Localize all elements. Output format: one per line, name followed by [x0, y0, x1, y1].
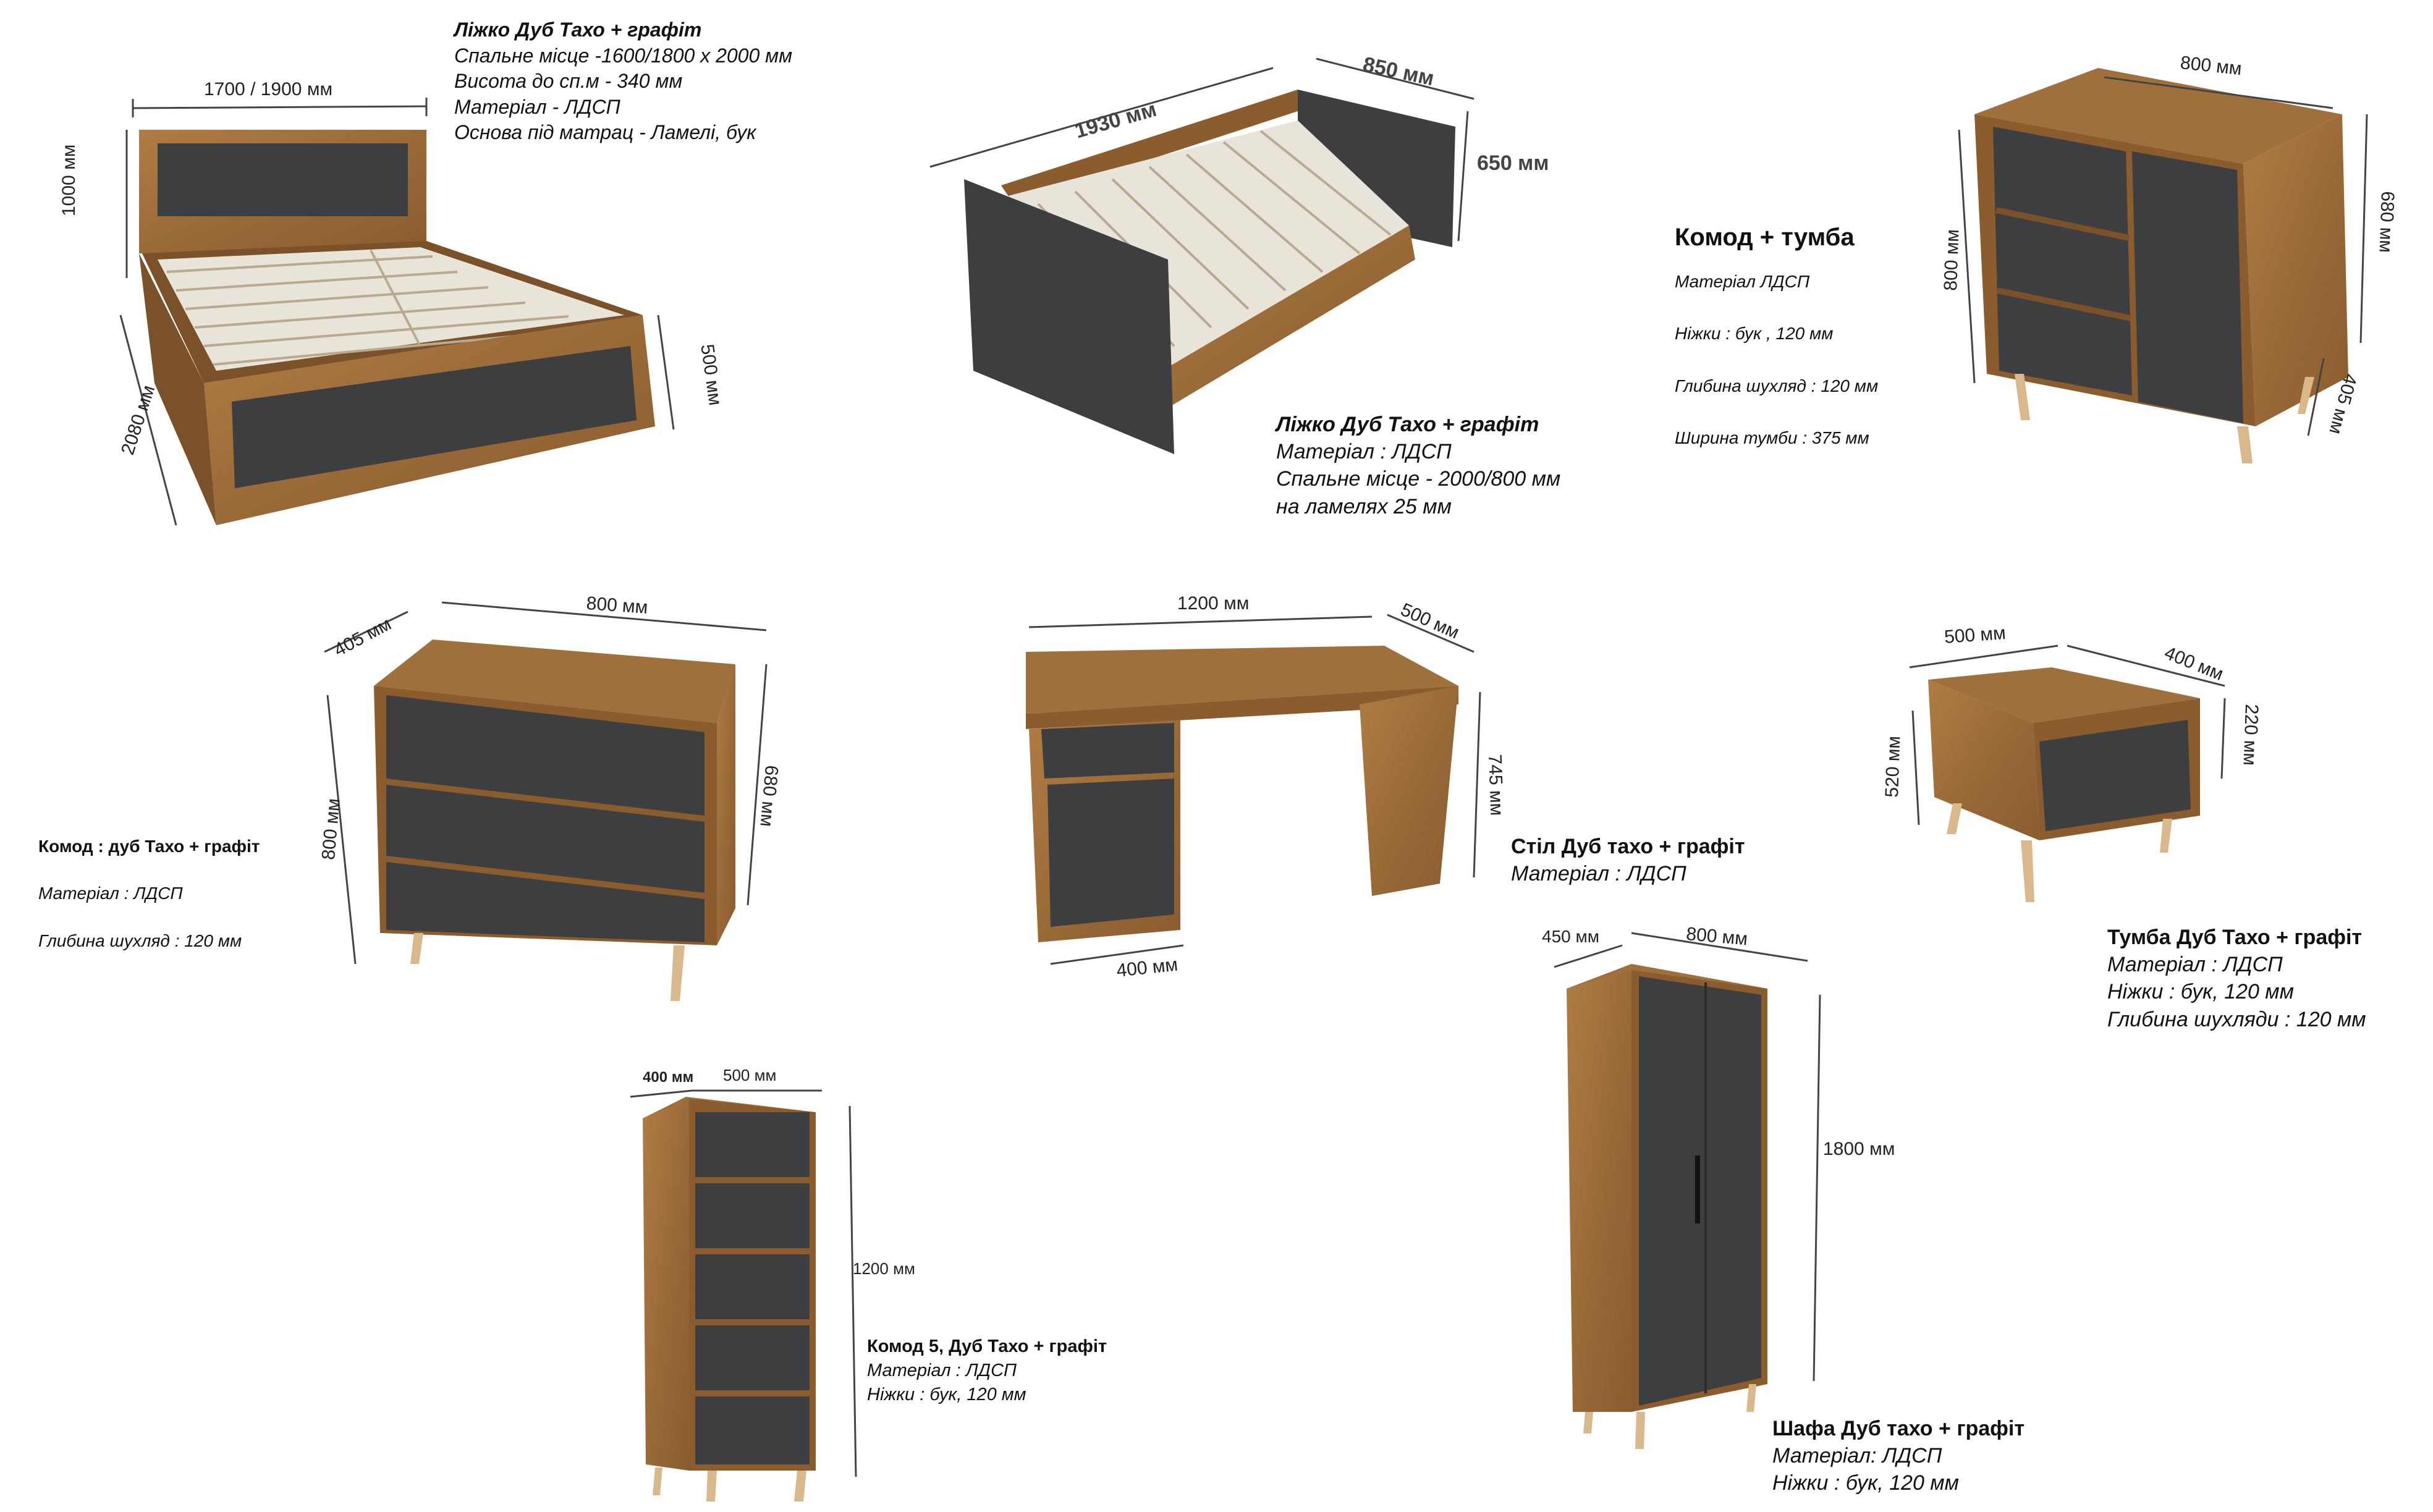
dim-label: 450 мм [1542, 927, 1599, 946]
dim-label: 400 мм [643, 1069, 694, 1086]
dim-label: 800 мм [585, 593, 649, 618]
dim-label: 1200 мм [853, 1259, 915, 1278]
bed-double-caption: Ліжко Дуб Тахо + графіт Спальне місце -1… [454, 17, 792, 146]
komod-line: Глибина шухляд : 120 мм [38, 931, 242, 950]
komod5-line: Ніжки : бук, 120 мм [867, 1385, 1026, 1405]
komod-tumba-line: Ніжки : бук , 120 мм [1675, 324, 1834, 344]
dim-label: 1200 мм [1177, 593, 1250, 614]
komod-title: Комод : дуб Тахо + графіт [38, 837, 260, 856]
bed-single-line: Спальне місце - 2000/800 мм [1276, 467, 1561, 491]
nightstand-title: Тумба Дуб Тахо + графіт [2107, 926, 2363, 949]
wardrobe-caption: Шафа Дуб тахо + графіт Матеріал: ЛДСП Ні… [1772, 1415, 2025, 1497]
nightstand-illustration [1928, 667, 2200, 902]
dim-label: 1000 мм [59, 144, 79, 216]
komod-tumba-title: Комод + тумба [1675, 224, 1855, 251]
komod-illustration [374, 640, 735, 1001]
dim-label: 650 мм [1477, 151, 1549, 175]
dim-label: 500 мм [723, 1066, 777, 1084]
bed-double-line: Спальне місце -1600/1800 х 2000 мм [454, 44, 793, 67]
dim-label: 800 мм [1940, 229, 1963, 292]
nightstand-line: Глибина шухляди : 120 мм [2107, 1007, 2366, 1031]
dim-label: 1800 мм [1823, 1139, 1895, 1159]
bed-single-line: на ламелях 25 мм [1276, 494, 1452, 518]
nightstand-line: Ніжки : бук, 120 мм [2107, 980, 2294, 1004]
bed-single-line: Матеріал : ЛДСП [1276, 440, 1452, 464]
bed-double-line: Матеріал - ЛДСП [454, 95, 620, 118]
dim-label: 745 мм [1484, 754, 1507, 816]
dim-label: 1700 / 1900 мм [204, 79, 333, 99]
wardrobe-line: Матеріал: ЛДСП [1772, 1444, 1942, 1468]
bed-single-title: Ліжко Дуб Тахо + графіт [1276, 413, 1539, 436]
desk-caption: Стіл Дуб тахо + графіт Матеріал : ЛДСП [1511, 833, 1745, 887]
dimension-lines [119, 57, 2368, 1477]
dim-label: 220 мм [2239, 703, 2262, 766]
nightstand-caption: Тумба Дуб Тахо + графіт Матеріал : ЛДСП … [2107, 924, 2366, 1033]
komod5-caption: Комод 5, Дуб Тахо + графіт Матеріал : ЛД… [867, 1335, 1107, 1407]
komod-tumba-line: Ширина тумби : 375 мм [1675, 428, 1869, 448]
komod5-line: Матеріал : ЛДСП [867, 1361, 1017, 1381]
desk-line: Матеріал : ЛДСП [1511, 862, 1686, 886]
desk-illustration [1026, 646, 1458, 942]
komod-tumba-line: Глибина шухляд : 120 мм [1675, 376, 1879, 395]
dim-label: 520 мм [1882, 735, 1905, 798]
bed-double-title: Ліжко Дуб Тахо + графіт [454, 19, 702, 41]
desk-title: Стіл Дуб тахо + графіт [1511, 835, 1745, 858]
komod-caption: Комод : дуб Тахо + графіт Матеріал : ЛДС… [38, 835, 260, 952]
wardrobe-illustration [1567, 964, 1767, 1449]
double-bed-illustration [139, 130, 655, 525]
bed-double-line: Основа під матрац - Ламелі, бук [454, 121, 756, 144]
komod5-illustration [643, 1097, 816, 1501]
wardrobe-line: Ніжки : бук, 120 мм [1772, 1471, 1959, 1495]
komod5-title: Комод 5, Дуб Тахо + графіт [867, 1337, 1107, 1356]
bed-single-caption: Ліжко Дуб Тахо + графіт Матеріал : ЛДСП … [1276, 411, 1560, 520]
komod-line: Матеріал : ЛДСП [38, 884, 183, 903]
komod-tumba-illustration [1974, 68, 2348, 463]
dim-label: 680 мм [2375, 190, 2398, 253]
komod-tumba-caption: Комод + тумба Матеріал ЛДСП Ніжки : бук … [1675, 221, 1878, 450]
komod-tumba-line: Матеріал ЛДСП [1675, 272, 1810, 291]
dim-label: 500 мм [1944, 623, 2007, 648]
wardrobe-title: Шафа Дуб тахо + графіт [1772, 1417, 2025, 1440]
nightstand-line: Матеріал : ЛДСП [2107, 953, 2283, 977]
bed-double-line: Висота до сп.м - 340 мм [454, 70, 683, 93]
single-bed-illustration [964, 90, 1455, 454]
